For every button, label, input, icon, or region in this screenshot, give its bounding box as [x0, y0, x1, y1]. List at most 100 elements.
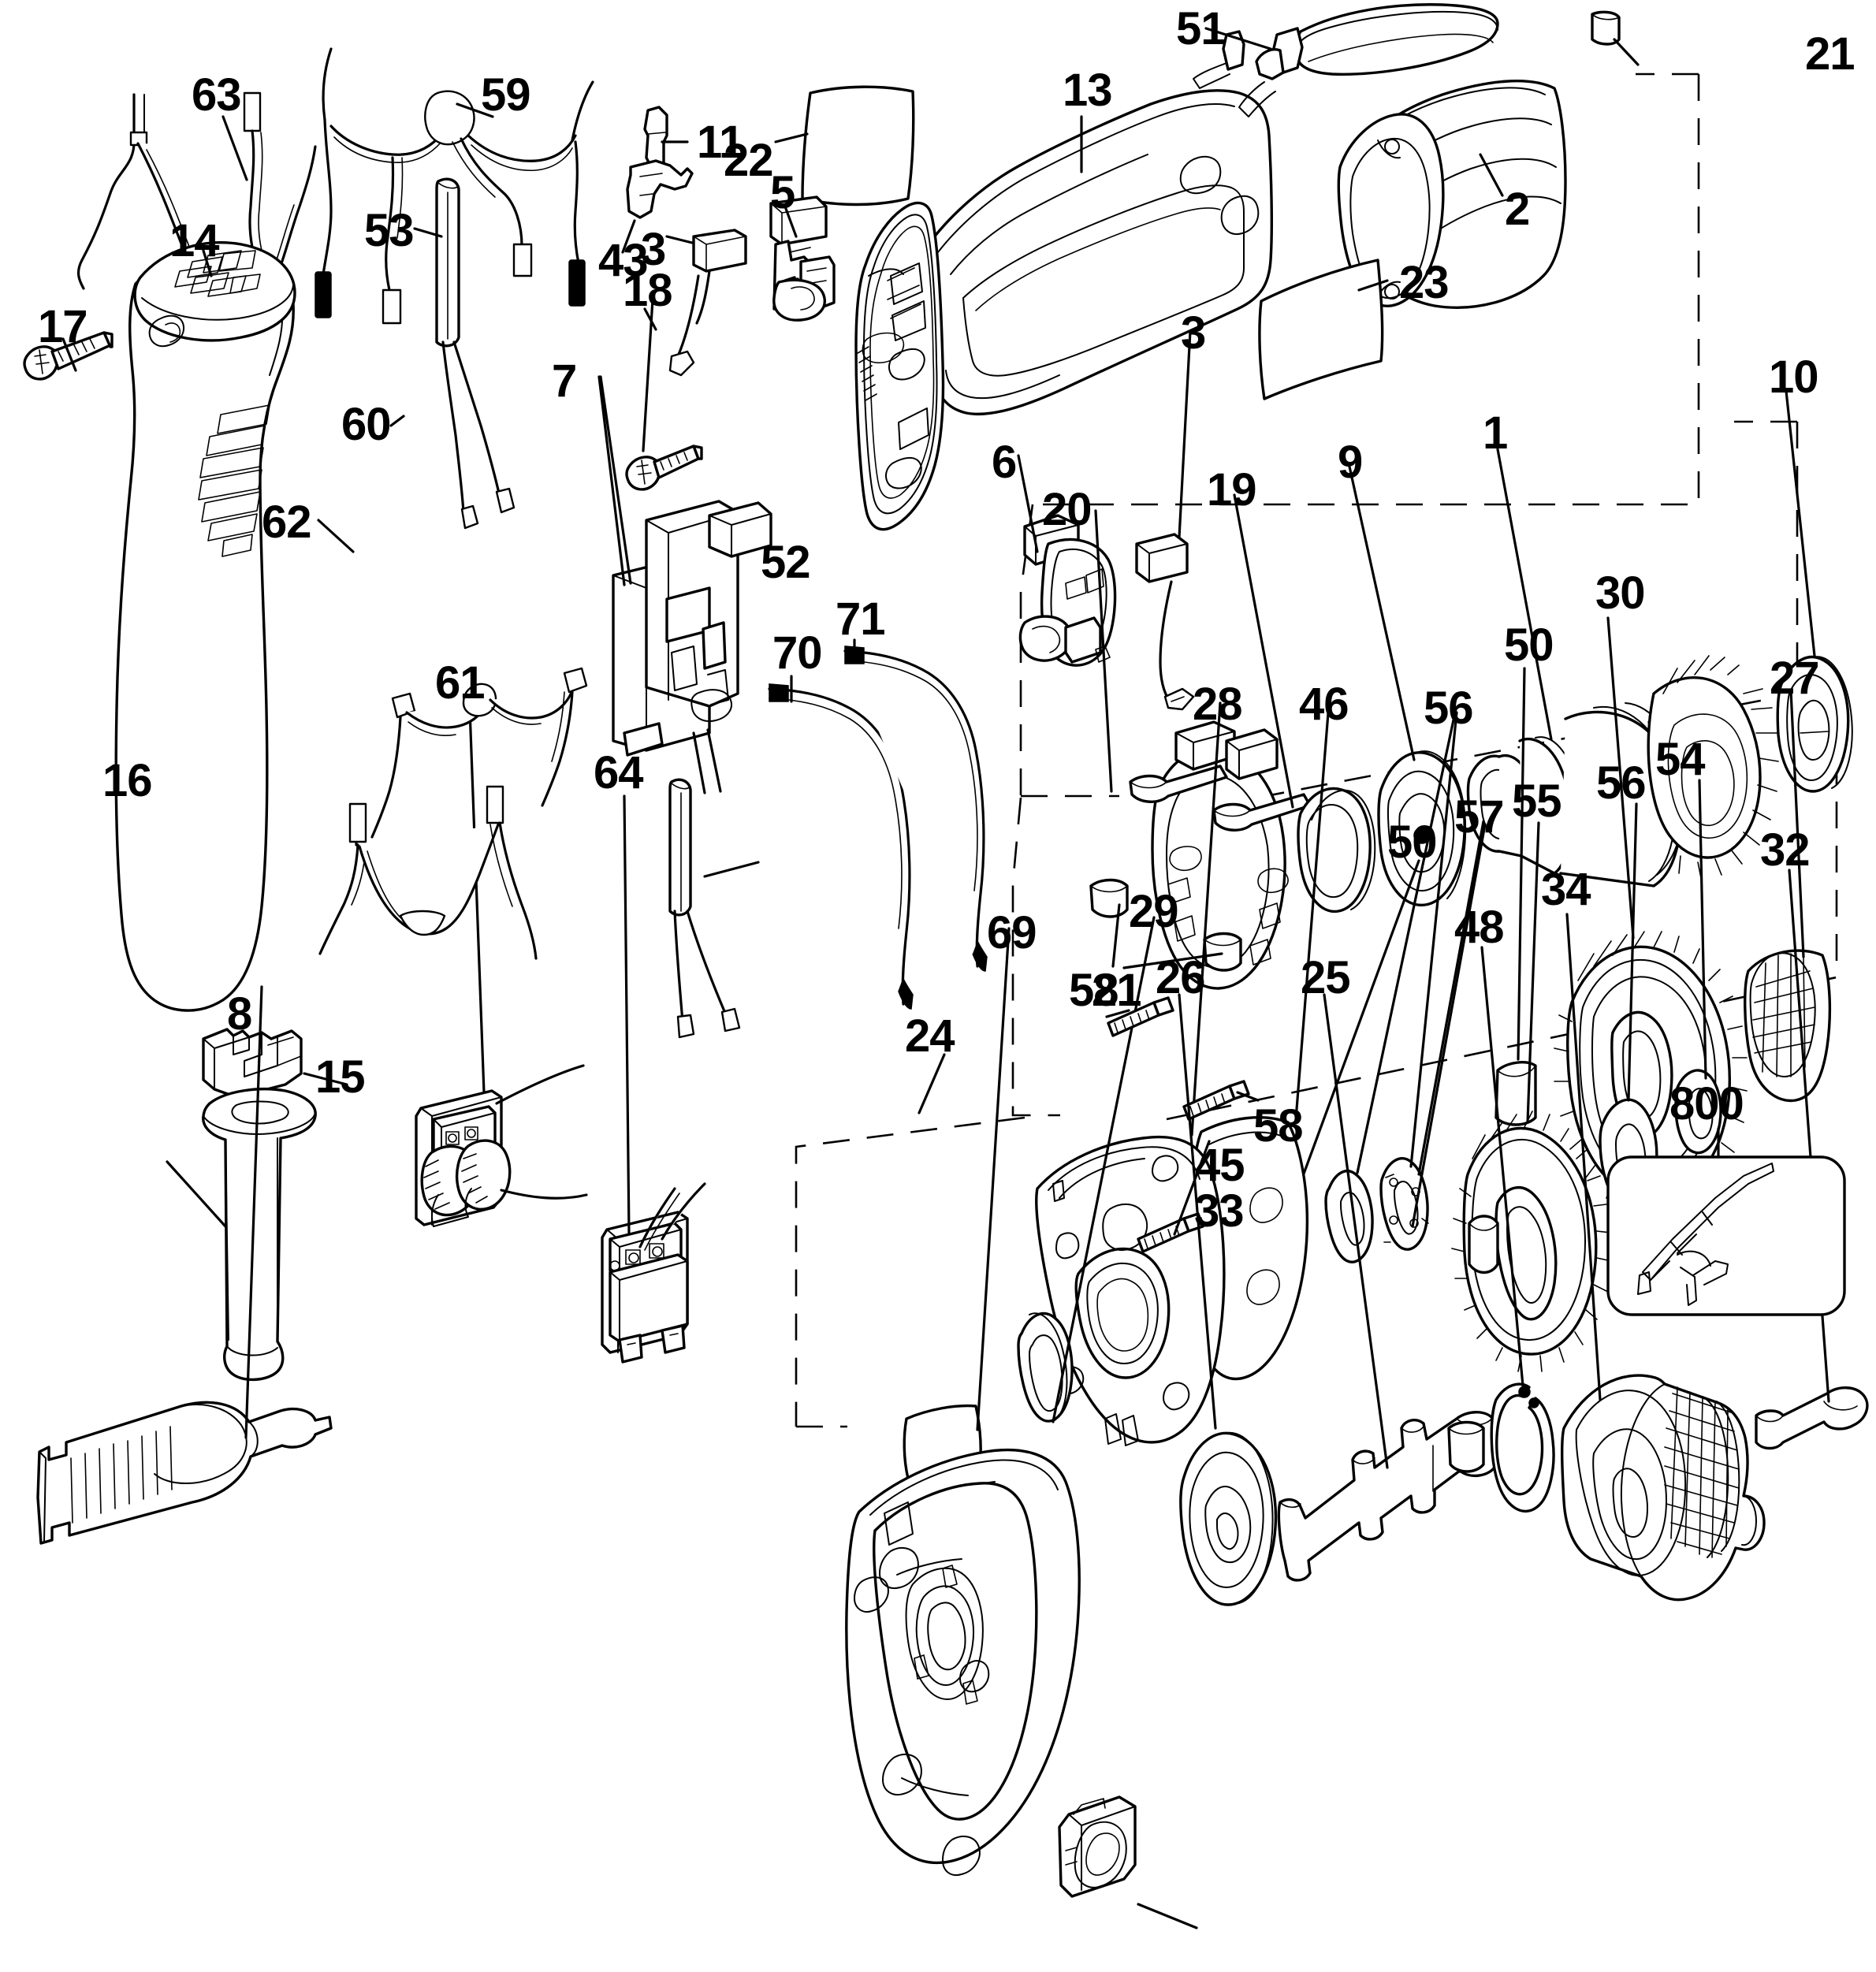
- part-8-power-cord: [36, 1401, 333, 1545]
- part-6-brush-holder: [1018, 514, 1117, 667]
- part-58-screw-upper: [1107, 996, 1174, 1037]
- part-51-brush-card: [1193, 3, 1499, 117]
- part-52-brush-lead: [668, 778, 741, 1039]
- part-17-screw: [23, 331, 114, 381]
- callout-50-upper: 50: [1504, 620, 1554, 671]
- callout-23: 23: [1399, 257, 1450, 308]
- part-1-armature: [1466, 655, 1779, 887]
- callout-28: 28: [1193, 679, 1243, 730]
- callout-27: 27: [1770, 653, 1820, 704]
- inset-800-box: [1606, 1155, 1846, 1316]
- callout-54: 54: [1655, 734, 1706, 785]
- callout-70: 70: [772, 627, 823, 679]
- callout-59: 59: [481, 69, 531, 121]
- part-24-housing: [845, 1448, 1081, 1876]
- part-53-brush-lead: [435, 177, 516, 530]
- group-boundary-chuck: [795, 1116, 1025, 1428]
- callout-17: 17: [38, 301, 88, 352]
- callout-6: 6: [992, 437, 1017, 488]
- callout-51: 51: [1176, 3, 1226, 54]
- callout-25: 25: [1301, 952, 1351, 1003]
- part-70-wire: [768, 683, 914, 1010]
- callout-3-upper: 3: [641, 224, 666, 275]
- callout-52: 52: [761, 537, 811, 588]
- part-32-chuck-screw: [1755, 1386, 1869, 1450]
- callout-55: 55: [1512, 776, 1562, 827]
- part-27-needle-bearing: [1744, 949, 1832, 1103]
- callout-33: 33: [1194, 1185, 1245, 1237]
- callout-69: 69: [987, 907, 1037, 958]
- group-boundary-motor: [1033, 73, 1700, 506]
- part-13-motor-housing: [854, 89, 1274, 531]
- callout-14: 14: [169, 215, 220, 266]
- callout-58-b: 58: [1253, 1100, 1304, 1152]
- callout-30: 30: [1595, 567, 1646, 619]
- part-21-bushing-top: [1591, 10, 1621, 46]
- callout-21-mid: 21: [1092, 965, 1142, 1016]
- part-7-switch-assembly: [612, 500, 772, 794]
- callout-5: 5: [770, 167, 795, 218]
- callout-19: 19: [1207, 464, 1257, 515]
- part-25-spindle: [1277, 1411, 1496, 1582]
- callout-20: 20: [1042, 484, 1092, 535]
- part-3-capacitor-upper: [692, 229, 747, 325]
- callout-71: 71: [836, 593, 886, 645]
- callout-34: 34: [1541, 864, 1591, 915]
- callout-60: 60: [341, 399, 392, 450]
- callout-58-a: 58: [1069, 965, 1119, 1016]
- part-48-retaining-ring: [1490, 1382, 1555, 1513]
- part-55-pinion-gear: [1451, 1111, 1612, 1372]
- callout-2: 2: [1505, 184, 1530, 235]
- part-11-pin: [643, 106, 668, 170]
- callout-56-a: 56: [1424, 683, 1474, 734]
- callout-9: 9: [1338, 437, 1363, 488]
- callout-64: 64: [594, 747, 644, 798]
- part-3-capacitor-right: [1135, 533, 1195, 711]
- part-22-label: [801, 85, 915, 207]
- callout-7: 7: [552, 355, 577, 407]
- callout-800: 800: [1669, 1078, 1744, 1129]
- part-23-label: [1258, 259, 1384, 400]
- part-71-wire: [843, 646, 988, 972]
- part-33-cord-bushing: [1058, 1795, 1137, 1898]
- part-26-ball-bearing: [1179, 1431, 1278, 1606]
- callout-48: 48: [1454, 902, 1505, 953]
- callout-21-top: 21: [1805, 28, 1856, 80]
- part-34-chuck: [1560, 1374, 1766, 1602]
- part-43-lever: [626, 159, 694, 219]
- callout-45: 45: [1195, 1140, 1245, 1191]
- callout-13: 13: [1063, 65, 1113, 116]
- part-20-brush-ring: [1089, 720, 1312, 990]
- callout-29: 29: [1129, 886, 1179, 937]
- part-59-wire-harness: [315, 47, 594, 325]
- part-5-switch-actuator: [769, 195, 836, 322]
- callout-56-b: 56: [1596, 757, 1647, 809]
- part-64-choke-coil: [601, 1182, 706, 1364]
- callout-16: 16: [102, 755, 153, 806]
- callout-3-right: 3: [1181, 307, 1206, 359]
- part-56-washer-right: [1674, 1069, 1722, 1155]
- part-61-choke-coil: [415, 1064, 588, 1227]
- part-62-wire-harness: [318, 785, 538, 960]
- part-14-handle-cover: [114, 241, 296, 1012]
- part-15-clamp: [202, 1028, 303, 1099]
- callout-22: 22: [724, 135, 774, 186]
- callout-50-lower: 50: [1387, 817, 1438, 868]
- callout-32: 32: [1760, 824, 1811, 876]
- callout-10: 10: [1769, 352, 1819, 403]
- part-19-washer: [1297, 787, 1376, 913]
- part-16-aux-handle: [202, 1088, 317, 1382]
- callout-24: 24: [905, 1010, 955, 1062]
- callout-43: 43: [598, 235, 649, 286]
- callout-57: 57: [1454, 791, 1505, 843]
- callout-53: 53: [364, 205, 415, 256]
- callout-26: 26: [1156, 952, 1206, 1003]
- callout-61: 61: [435, 657, 486, 709]
- callout-46: 46: [1299, 679, 1349, 730]
- part-60-wire-harness: [370, 667, 588, 839]
- callout-15: 15: [315, 1051, 366, 1103]
- callout-62: 62: [262, 497, 312, 548]
- callout-11: 11: [697, 117, 744, 168]
- callout-63: 63: [192, 69, 242, 121]
